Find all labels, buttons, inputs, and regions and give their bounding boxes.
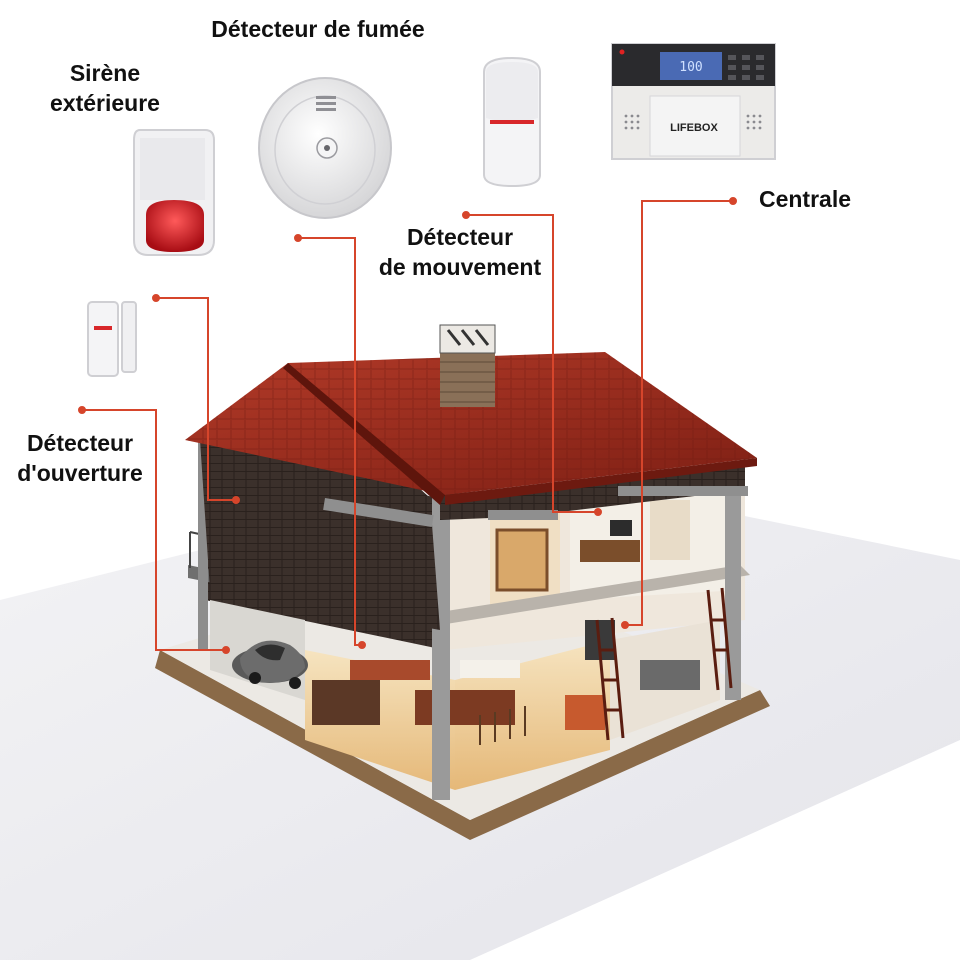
garage bbox=[210, 600, 308, 700]
ground-floor-interior bbox=[305, 620, 720, 790]
motion-detector-device bbox=[483, 56, 541, 188]
label-opening-detector: Détecteur d'ouverture bbox=[0, 428, 160, 488]
leader-opening bbox=[78, 406, 230, 654]
leader-central bbox=[621, 197, 737, 629]
panel-speaker-right bbox=[746, 114, 762, 130]
leader-motion bbox=[462, 211, 602, 516]
siren-lens bbox=[146, 200, 204, 252]
panel-speaker-left bbox=[624, 114, 640, 130]
upper-right-room bbox=[570, 482, 740, 600]
label-central: Centrale bbox=[742, 184, 868, 214]
chimney bbox=[439, 324, 496, 407]
label-smoke-detector: Détecteur de fumée bbox=[178, 14, 458, 44]
staircase bbox=[595, 587, 733, 741]
roof bbox=[185, 352, 757, 505]
label-siren-line-1: Sirène bbox=[69, 60, 141, 86]
label-smoke-text: Détecteur de fumée bbox=[211, 16, 425, 42]
label-opening-line-1: Détecteur bbox=[26, 430, 134, 456]
siren-device bbox=[133, 129, 215, 256]
panel-lcd bbox=[660, 52, 722, 80]
gable-right-wall bbox=[440, 465, 745, 520]
gray-beam-right bbox=[488, 510, 558, 520]
opening-detector-device bbox=[87, 301, 137, 377]
label-central-text: Centrale bbox=[758, 186, 852, 212]
label-siren: Sirène extérieure bbox=[20, 58, 190, 118]
central-panel-device: 100 LIFEBOX bbox=[611, 43, 776, 160]
upper-middle-room bbox=[490, 512, 560, 610]
smoke-detector-device bbox=[258, 77, 392, 219]
leader-siren bbox=[152, 294, 240, 504]
gray-beam-left bbox=[323, 498, 434, 528]
label-siren-line-2: extérieure bbox=[50, 90, 160, 116]
label-motion-line-1: Détecteur bbox=[406, 224, 514, 250]
panel-lcd-readout: 100 bbox=[679, 60, 702, 75]
leader-smoke bbox=[294, 234, 366, 649]
leader-lines bbox=[78, 197, 737, 654]
label-motion-line-2: de mouvement bbox=[378, 254, 542, 280]
label-motion-detector: Détecteur de mouvement bbox=[355, 222, 565, 282]
label-opening-line-2: d'ouverture bbox=[17, 460, 143, 486]
car bbox=[232, 640, 308, 689]
panel-led-red bbox=[619, 49, 625, 55]
panel-brand-logo: LIFEBOX bbox=[670, 122, 718, 134]
house-base bbox=[155, 650, 770, 840]
